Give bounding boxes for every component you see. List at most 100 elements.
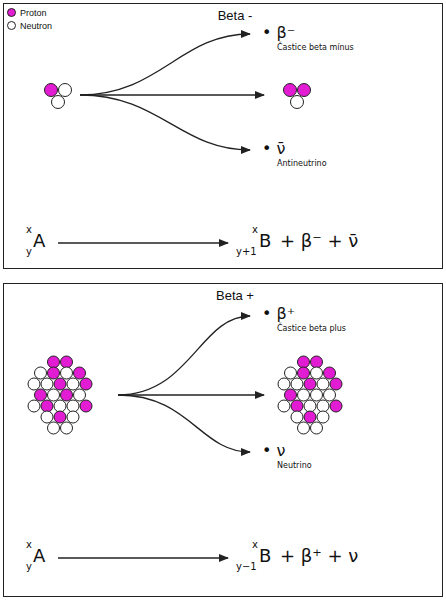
nucleus bbox=[278, 356, 342, 434]
particle-symbol: • ν̄ bbox=[262, 140, 285, 158]
neutron bbox=[74, 389, 86, 401]
proton bbox=[45, 84, 58, 97]
neutron bbox=[317, 378, 329, 390]
proton bbox=[80, 378, 92, 390]
neutron bbox=[67, 400, 79, 412]
proton bbox=[304, 411, 316, 423]
decay-arrow bbox=[80, 34, 250, 95]
neutron bbox=[285, 367, 297, 379]
neutron bbox=[52, 96, 65, 109]
element-symbol: A bbox=[33, 546, 45, 566]
panel-title: Beta - bbox=[4, 4, 442, 23]
legend-item: Neutron bbox=[7, 19, 52, 32]
particle-symbol: • ν bbox=[262, 442, 285, 460]
legend-swatch bbox=[7, 21, 16, 30]
particle-caption: Častice beta mínus bbox=[277, 44, 354, 53]
equation-terms: + β⁺ + ν bbox=[280, 546, 358, 566]
neutron bbox=[311, 389, 323, 401]
neutron bbox=[278, 400, 290, 412]
decay-arrow bbox=[118, 394, 264, 395]
proton bbox=[311, 356, 323, 368]
legend-item: Proton bbox=[7, 6, 52, 19]
neutron bbox=[298, 422, 310, 434]
proton bbox=[48, 356, 60, 368]
neutron bbox=[324, 389, 336, 401]
proton bbox=[41, 400, 53, 412]
decay-panel: Beta - bbox=[3, 3, 443, 269]
neutron bbox=[317, 411, 329, 423]
proton bbox=[54, 378, 66, 390]
neutron bbox=[298, 389, 310, 401]
mass-number: x bbox=[26, 539, 32, 550]
nucleus bbox=[28, 356, 92, 434]
neutron bbox=[59, 84, 72, 97]
proton bbox=[285, 389, 297, 401]
proton bbox=[304, 378, 316, 390]
nucleus bbox=[284, 84, 311, 109]
neutron bbox=[41, 411, 53, 423]
neutron bbox=[48, 422, 60, 434]
proton bbox=[324, 367, 336, 379]
particle-caption: Častice beta plus bbox=[277, 325, 346, 334]
reaction-arrow bbox=[58, 557, 228, 558]
particle-symbol: • β⁻ bbox=[262, 24, 295, 42]
legend-text: Proton bbox=[20, 8, 47, 18]
proton bbox=[298, 356, 310, 368]
particle-caption: Neutrino bbox=[277, 462, 312, 471]
proton bbox=[298, 84, 311, 97]
reaction-arrow bbox=[58, 242, 228, 243]
proton bbox=[35, 389, 47, 401]
proton bbox=[74, 367, 86, 379]
element-symbol: A bbox=[33, 231, 45, 251]
equation-terms: + β⁻ + ν̄ bbox=[280, 231, 358, 251]
decay-arrow bbox=[118, 395, 250, 452]
element-symbol: B bbox=[259, 546, 271, 566]
neutron bbox=[61, 367, 73, 379]
neutron bbox=[28, 378, 40, 390]
neutron bbox=[291, 96, 304, 109]
neutron bbox=[54, 400, 66, 412]
proton bbox=[54, 411, 66, 423]
mass-number: x bbox=[252, 539, 258, 550]
atomic-number: y−1 bbox=[236, 561, 257, 572]
neutron bbox=[311, 422, 323, 434]
atomic-number: y bbox=[26, 246, 32, 257]
atomic-number: y bbox=[26, 561, 32, 572]
proton bbox=[284, 84, 297, 97]
atomic-number: y+1 bbox=[236, 246, 257, 257]
mass-number: x bbox=[252, 224, 258, 235]
neutron bbox=[278, 378, 290, 390]
neutron bbox=[48, 389, 60, 401]
neutron bbox=[291, 378, 303, 390]
neutron bbox=[67, 378, 79, 390]
proton bbox=[61, 356, 73, 368]
element-symbol: B bbox=[259, 231, 271, 251]
neutron bbox=[67, 411, 79, 423]
panel-title: Beta + bbox=[4, 284, 442, 303]
neutron bbox=[311, 367, 323, 379]
nucleus bbox=[45, 84, 72, 109]
neutron bbox=[304, 400, 316, 412]
proton bbox=[61, 389, 73, 401]
neutron bbox=[28, 400, 40, 412]
proton bbox=[298, 367, 310, 379]
decay-panel: Beta + bbox=[3, 283, 443, 597]
neutron bbox=[41, 378, 53, 390]
legend-text: Neutron bbox=[20, 21, 52, 31]
decay-arrow bbox=[80, 94, 264, 95]
legend-swatch bbox=[7, 8, 16, 17]
mass-number: x bbox=[26, 224, 32, 235]
particle-symbol: • β⁺ bbox=[262, 305, 295, 323]
decay-arrow bbox=[118, 316, 250, 395]
neutron bbox=[317, 400, 329, 412]
proton bbox=[330, 400, 342, 412]
proton bbox=[330, 378, 342, 390]
legend: ProtonNeutron bbox=[7, 6, 52, 32]
neutron bbox=[291, 411, 303, 423]
proton bbox=[48, 367, 60, 379]
proton bbox=[80, 400, 92, 412]
proton bbox=[291, 400, 303, 412]
neutron bbox=[61, 422, 73, 434]
neutron bbox=[35, 367, 47, 379]
